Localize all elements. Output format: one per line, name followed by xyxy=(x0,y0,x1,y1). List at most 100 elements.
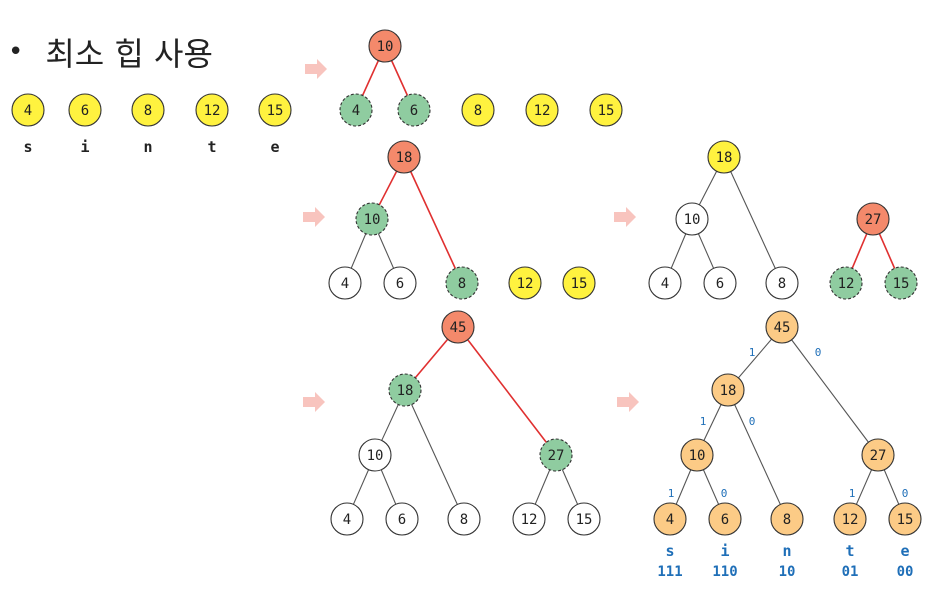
edge-bit-label: 0 xyxy=(721,487,728,500)
step4-leaf-label: 4 xyxy=(343,512,351,528)
step1-parent-label: 10 xyxy=(377,39,394,55)
final-leaf-circle xyxy=(708,502,742,536)
step3-right-circle xyxy=(765,266,799,300)
step4-right-circle xyxy=(539,438,573,472)
edge-bit-label: 1 xyxy=(700,415,707,428)
initial-char: i xyxy=(80,138,89,156)
step4-leaf-circle xyxy=(567,502,601,536)
step2-leaf-circle xyxy=(383,266,417,300)
initial-node-label: 12 xyxy=(204,103,221,119)
step4-leaf-circle xyxy=(330,502,364,536)
step1-rest-circle xyxy=(589,93,623,127)
step4-left-label: 18 xyxy=(397,383,414,399)
tree-edge xyxy=(404,389,465,520)
step2-leaf-label: 4 xyxy=(341,276,349,292)
initial-char: t xyxy=(207,138,216,156)
initial-char: e xyxy=(270,138,279,156)
final-char: e xyxy=(900,542,909,560)
step1-parent-circle xyxy=(368,29,402,63)
tree-edge xyxy=(727,389,788,520)
final-char: i xyxy=(720,542,729,560)
final-char: s xyxy=(665,542,674,560)
step3-root-circle xyxy=(707,140,741,174)
step3-right-label: 8 xyxy=(778,276,786,292)
step3-leaf-circle xyxy=(703,266,737,300)
final-leaf-circle xyxy=(653,502,687,536)
final-leaf-label: 12 xyxy=(842,512,859,528)
final-node-8-circle xyxy=(770,502,804,536)
step4-root-circle xyxy=(441,310,475,344)
final-root-circle xyxy=(765,310,799,344)
step-arrow-icon xyxy=(305,59,327,79)
tree-edge xyxy=(457,326,557,456)
step2-rest-circle xyxy=(562,266,596,300)
step1-child-label: 6 xyxy=(410,103,418,119)
tree-edge xyxy=(723,156,783,284)
bullet-glyph: • xyxy=(8,37,24,67)
step4-right-label: 27 xyxy=(548,448,565,464)
step2-right-circle xyxy=(445,266,479,300)
step4-leaf-label: 15 xyxy=(576,512,593,528)
final-node-10-label: 10 xyxy=(689,448,706,464)
initial-node-label: 4 xyxy=(24,103,32,119)
step-arrow-icon xyxy=(303,392,325,412)
step3-left-label: 10 xyxy=(684,212,701,228)
step3-tree2-root-label: 27 xyxy=(865,212,882,228)
edge-bit-label: 1 xyxy=(668,487,675,500)
step3-left-circle xyxy=(675,202,709,236)
step2-rest-circle xyxy=(508,266,542,300)
initial-node-label: 15 xyxy=(267,103,284,119)
edge-bit-label: 0 xyxy=(902,487,909,500)
step4-left-circle xyxy=(388,373,422,407)
step1-rest-label: 8 xyxy=(474,103,482,119)
final-leaf-circle xyxy=(888,502,922,536)
final-leaf-label: 4 xyxy=(666,512,674,528)
initial-char: s xyxy=(23,138,32,156)
step1-rest-circle xyxy=(525,93,559,127)
final-node-27-label: 27 xyxy=(870,448,887,464)
final-node-18-label: 18 xyxy=(720,383,737,399)
final-char: n xyxy=(782,542,791,560)
final-leaf-label: 15 xyxy=(897,512,914,528)
step2-leaf-circle xyxy=(328,266,362,300)
step2-root-circle xyxy=(387,140,421,174)
step4-mid-circle xyxy=(447,502,481,536)
final-code: 110 xyxy=(712,564,737,580)
step2-left-circle xyxy=(355,202,389,236)
initial-node-circle xyxy=(11,93,45,127)
step1-rest-label: 12 xyxy=(534,103,551,119)
step4-leaf-circle xyxy=(385,502,419,536)
final-code: 111 xyxy=(657,564,682,580)
step4-leaf-label: 6 xyxy=(398,512,406,528)
initial-char: n xyxy=(143,138,152,156)
initial-node-circle xyxy=(258,93,292,127)
step4-leaf-label: 12 xyxy=(521,512,538,528)
edge-bit-label: 0 xyxy=(749,415,756,428)
step4-mid-label: 10 xyxy=(367,448,384,464)
step3-leaf-circle xyxy=(648,266,682,300)
final-code: 01 xyxy=(842,564,859,580)
step2-right-label: 8 xyxy=(458,276,466,292)
initial-node-label: 6 xyxy=(81,103,89,119)
step4-mid-circle xyxy=(358,438,392,472)
step1-rest-circle xyxy=(461,93,495,127)
step-arrow-icon xyxy=(614,207,636,227)
initial-node-label: 8 xyxy=(144,103,152,119)
step1-rest-label: 15 xyxy=(598,103,615,119)
step3-leaf-label: 6 xyxy=(716,276,724,292)
step4-mid-label: 8 xyxy=(460,512,468,528)
final-leaf-label: 6 xyxy=(721,512,729,528)
final-node-10-circle xyxy=(680,438,714,472)
final-leaf-circle xyxy=(833,502,867,536)
step3-tree2-child-circle xyxy=(829,266,863,300)
edge-bit-label: 1 xyxy=(849,487,856,500)
initial-node-circle xyxy=(131,93,165,127)
step3-root-label: 18 xyxy=(716,150,733,166)
final-char: t xyxy=(845,542,854,560)
step2-left-label: 10 xyxy=(364,212,381,228)
tree-edge xyxy=(403,156,463,284)
final-code: 10 xyxy=(779,564,796,580)
step3-leaf-label: 4 xyxy=(661,276,669,292)
step4-leaf-circle xyxy=(512,502,546,536)
